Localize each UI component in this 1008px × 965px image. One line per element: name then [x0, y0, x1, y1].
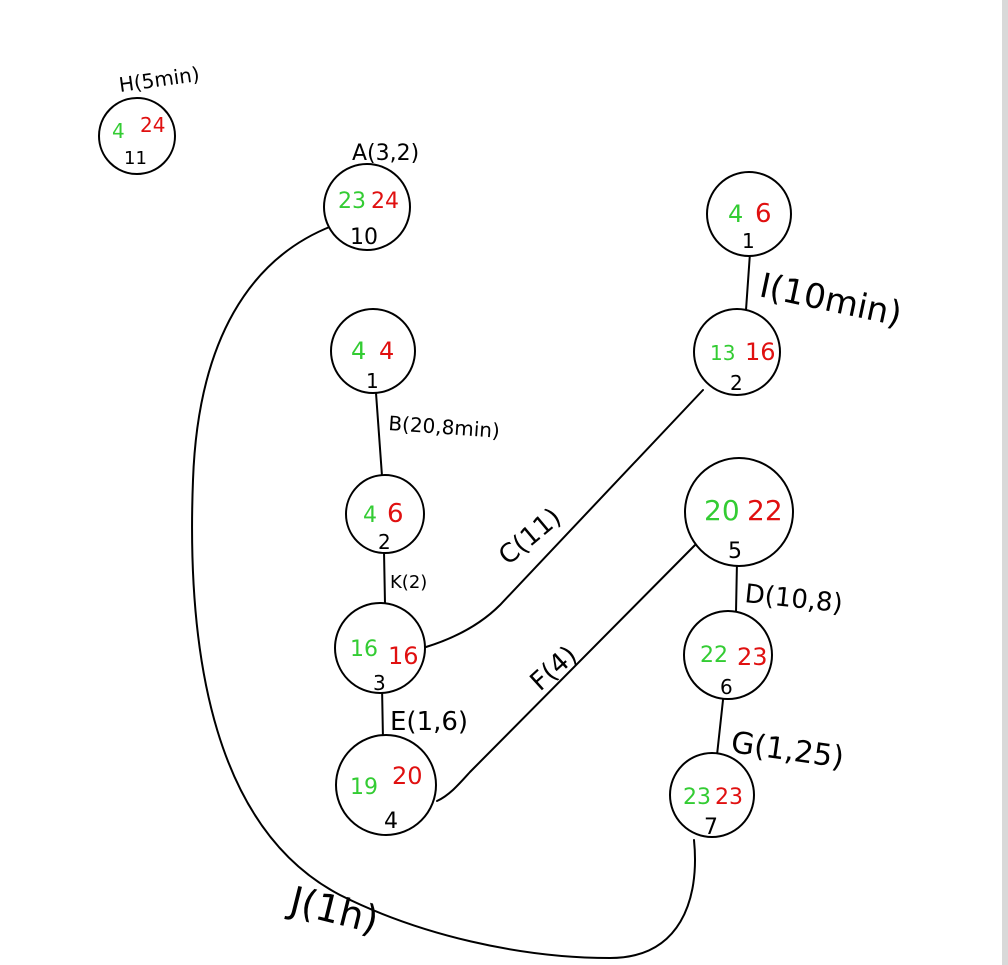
- edge-F: [436, 539, 701, 802]
- early-time: 20: [704, 494, 740, 527]
- node-number: 3: [373, 671, 386, 695]
- node-7: 23 23 7: [669, 752, 755, 840]
- early-time: 16: [350, 637, 378, 662]
- late-time: 24: [140, 113, 165, 137]
- node-6: 22 23 6: [683, 610, 773, 700]
- early-time: 22: [700, 643, 728, 668]
- late-time: 6: [755, 199, 772, 229]
- edge-D: [735, 560, 738, 613]
- node-4: 19 20 4: [335, 734, 437, 836]
- node-3: 16 16 3: [334, 602, 426, 695]
- page-edge: [1002, 0, 1008, 965]
- node-number: 11: [124, 148, 147, 169]
- edge-label-I: I(10min): [756, 266, 905, 335]
- late-time: 4: [379, 337, 394, 365]
- early-time: 4: [112, 119, 125, 143]
- late-time: 24: [371, 189, 399, 214]
- edge-label-G: G(1,25): [729, 725, 846, 775]
- node-2-left: 4 6 2: [345, 474, 425, 554]
- edge-B: [375, 392, 383, 477]
- edge-I: [745, 252, 751, 311]
- edge-label-D: D(10,8): [743, 579, 844, 619]
- late-time: 22: [747, 494, 783, 527]
- node-number: 4: [384, 809, 398, 834]
- late-time: 23: [737, 643, 768, 671]
- node-number: 1: [742, 229, 755, 253]
- edge-label-E: E(1,6): [390, 707, 468, 737]
- node-number: 6: [720, 675, 733, 699]
- edge-K: [383, 550, 386, 605]
- edge-label-C: C(11): [493, 502, 567, 571]
- node-number: 5: [728, 539, 742, 564]
- edge-label-K: K(2): [390, 572, 427, 593]
- early-time: 23: [683, 785, 711, 810]
- edge-label-J: J(1h): [284, 878, 383, 943]
- node-number: 10: [350, 225, 378, 250]
- early-time: 13: [710, 341, 735, 365]
- node-number: 2: [378, 530, 391, 554]
- late-time: 23: [715, 785, 743, 810]
- edge-E: [381, 685, 384, 741]
- early-time: 19: [350, 775, 378, 800]
- node-2-right: 13 16 2: [693, 308, 781, 396]
- node-A: A(3,2) 23 24 10: [323, 141, 419, 251]
- node-number: 2: [730, 371, 743, 395]
- edge-C: [425, 389, 704, 648]
- node-H: H(5min) 4 24 11: [98, 62, 201, 175]
- early-time: 4: [363, 503, 377, 528]
- late-time: 16: [388, 642, 419, 670]
- early-time: 23: [338, 189, 366, 214]
- edge-label-F: F(4): [525, 640, 584, 697]
- late-time: 6: [387, 499, 404, 529]
- node-number: 7: [704, 815, 718, 840]
- late-time: 16: [745, 338, 776, 366]
- early-time: 4: [351, 337, 366, 365]
- node-1-right: 4 6 1: [706, 171, 792, 257]
- node-1-left: 4 4 1: [330, 308, 416, 394]
- edge-label-B: B(20,8min): [388, 411, 501, 443]
- node-title: H(5min): [117, 62, 201, 97]
- edge-J: [191, 225, 696, 960]
- node-title: A(3,2): [352, 141, 419, 166]
- node-number: 1: [366, 369, 379, 393]
- early-time: 4: [728, 200, 743, 228]
- node-5: 20 22 5: [684, 457, 794, 567]
- late-time: 20: [392, 762, 423, 790]
- edge-G: [716, 699, 724, 756]
